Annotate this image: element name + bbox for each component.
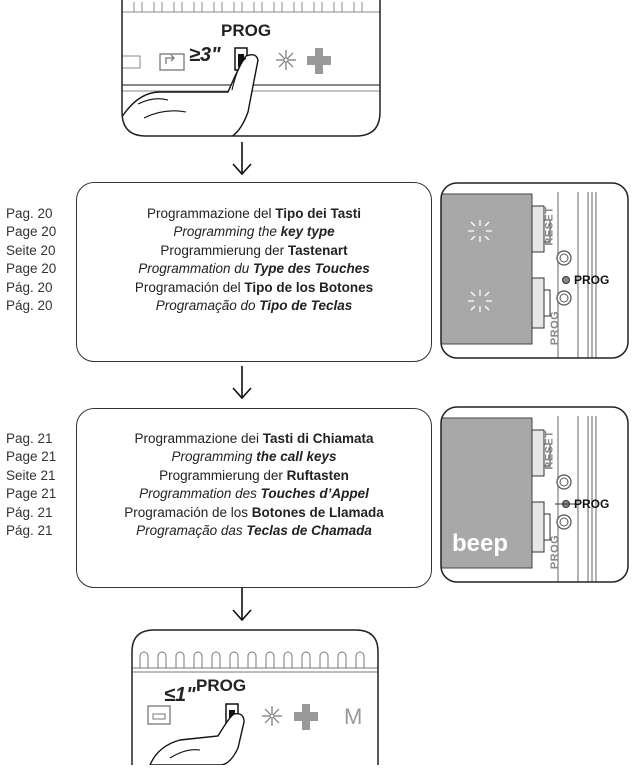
page-ref-french: Page 21	[6, 486, 57, 502]
bottom-press-duration-label: ≤1"	[164, 684, 196, 706]
page-ref-spanish: Pág. 21	[6, 504, 53, 520]
page-ref-english: Page 21	[6, 449, 57, 465]
page-ref-german: Seite 20	[6, 242, 56, 258]
step1-text-box	[76, 182, 432, 362]
step2-line-german: Programmierung der Ruftasten	[159, 467, 349, 483]
bottom-partial-letter: M	[344, 704, 363, 729]
step1-page-references: Pag. 20 Page 20 Seite 20 Page 20 Pág. 20…	[6, 205, 56, 315]
beep-label: beep	[452, 530, 509, 557]
step1-line-german: Programmierung der Tastenart	[160, 242, 348, 258]
step1-panel-illustration: RESET PROG PROG	[440, 182, 630, 360]
bottom-prog-label: PROG	[196, 676, 247, 695]
step1-line-spanish: Programación del Tipo de los Botones	[134, 279, 374, 295]
page-ref-english: Page 20	[6, 224, 57, 240]
step1-descriptions: Programmazione del Tipo dei Tasti Progra…	[76, 205, 432, 315]
step2-text-box	[76, 408, 432, 588]
bottom-device-illustration: PROG ≤1" M	[130, 628, 380, 765]
step2-line-portuguese: Programação das Teclas de Chamada	[136, 523, 372, 539]
step2-reset-label: RESET	[543, 430, 556, 470]
down-arrow-icon	[232, 588, 252, 622]
step1-line-italian: Programmazione del Tipo dei Tasti	[146, 206, 362, 221]
step1-reset-label: RESET	[543, 206, 556, 246]
page-ref-portuguese: Pág. 21	[6, 523, 53, 539]
top-prog-label: PROG	[221, 21, 272, 40]
step1-line-french: Programmation du Type des Touches	[138, 261, 370, 277]
page-ref-italian: Pag. 20	[6, 206, 53, 221]
page-ref-spanish: Pág. 20	[6, 279, 53, 295]
step1-prog-side-label: PROG	[549, 310, 562, 346]
step2-line-italian: Programmazione dei Tasti di Chiamata	[134, 431, 374, 446]
step2-line-spanish: Programación de los Botones de Llamada	[124, 504, 384, 520]
top-press-duration-label: ≥3"	[189, 44, 221, 66]
page-ref-french: Page 20	[6, 261, 57, 277]
step2-page-references: Pag. 21 Page 21 Seite 21 Page 21 Pág. 21…	[6, 430, 56, 540]
step2-line-english: Programming the call keys	[171, 449, 337, 465]
step2-prog-label: PROG	[574, 497, 610, 511]
page-ref-italian: Pag. 21	[6, 431, 53, 446]
top-device-illustration: PROG ≥3"	[120, 0, 382, 140]
step1-line-portuguese: Programação do Tipo de Teclas	[155, 298, 353, 314]
page-ref-german: Seite 21	[6, 467, 56, 483]
step2-prog-side-label: PROG	[549, 534, 562, 570]
step2-panel-illustration: RESET PROG PROG beep	[440, 406, 630, 584]
step2-descriptions: Programmazione dei Tasti di Chiamata Pro…	[76, 430, 432, 540]
step1-line-english: Programming the key type	[173, 224, 335, 240]
step2-line-french: Programmation des Touches d’Appel	[139, 486, 369, 502]
step1-prog-label: PROG	[574, 273, 610, 287]
down-arrow-icon	[232, 142, 252, 176]
down-arrow-icon	[232, 366, 252, 400]
page-ref-portuguese: Pág. 20	[6, 298, 53, 314]
